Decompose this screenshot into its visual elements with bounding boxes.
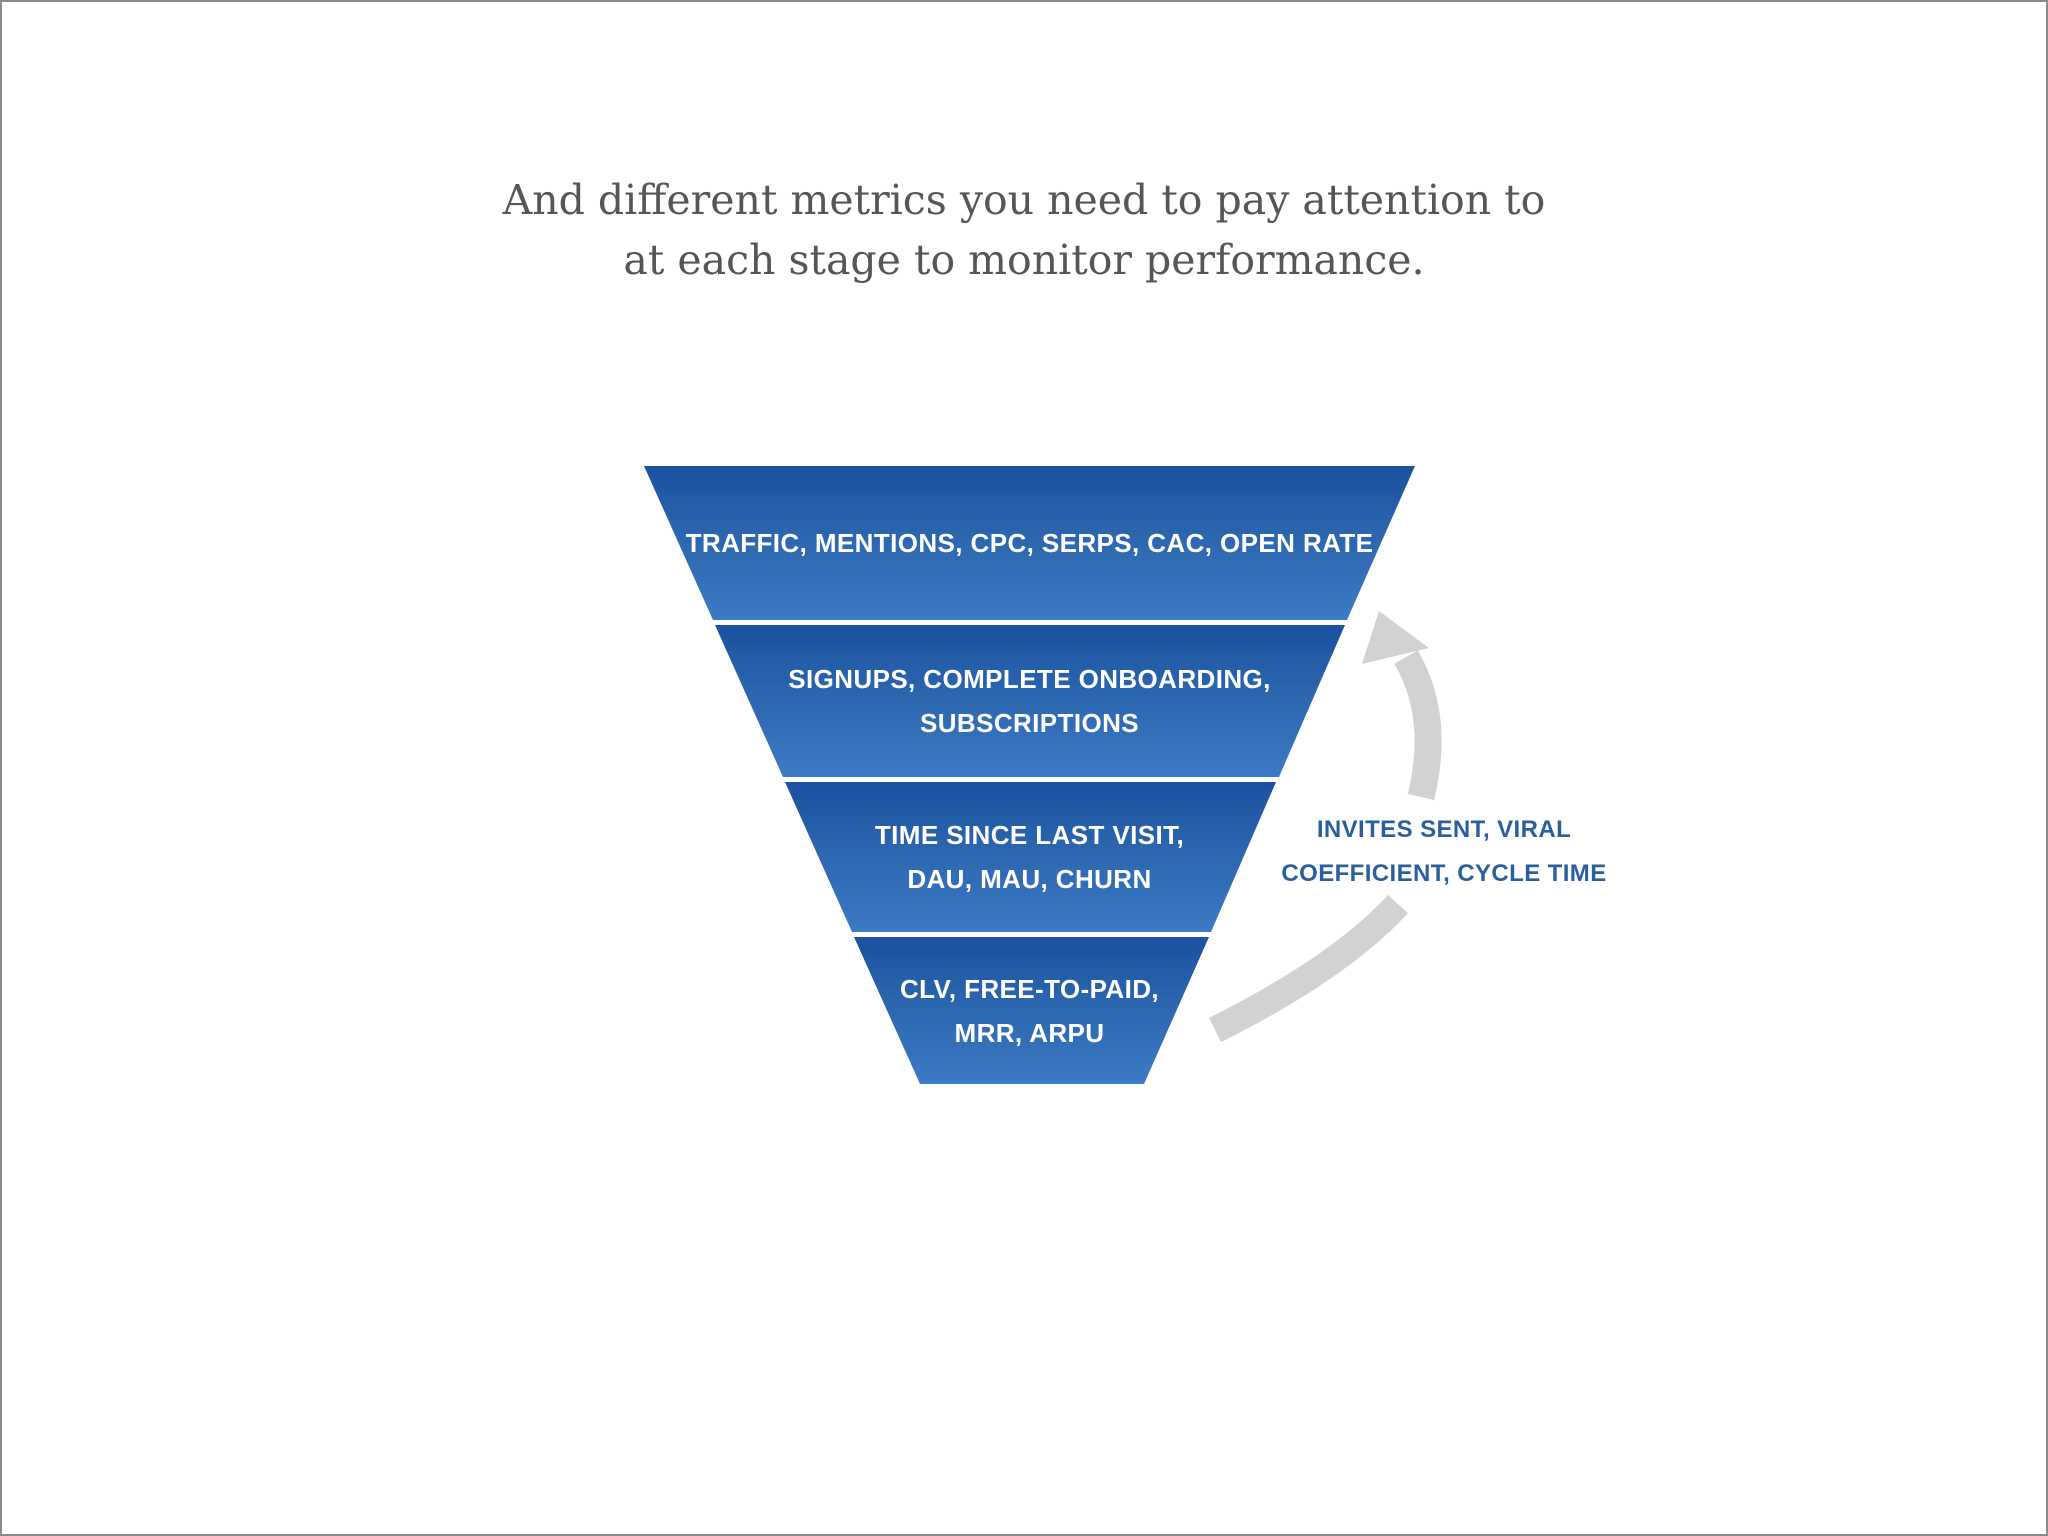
funnel-stage-4: CLV, FREE-TO-PAID, MRR, ARPU	[854, 937, 1209, 1084]
funnel-stage-3-label-line1: TIME SINCE LAST VISIT,	[874, 820, 1185, 850]
funnel-stage-4-label-line2: MRR, ARPU	[954, 1017, 1105, 1048]
funnel-stage-4-label-line1: CLV, FREE-TO-PAID,	[899, 973, 1160, 1004]
funnel-stage-3: TIME SINCE LAST VISIT, DAU, MAU, CHURN	[785, 782, 1276, 932]
page-title: And different metrics you need to pay at…	[2, 170, 2046, 290]
page-title-line2: at each stage to monitor performance.	[623, 236, 1425, 284]
page-title-line1: And different metrics you need to pay at…	[502, 176, 1546, 224]
funnel-stage-1-label: TRAFFIC, MENTIONS, CPC, SERPS, CAC, OPEN…	[685, 528, 1374, 558]
funnel-stage-2-label-line1: SIGNUPS, COMPLETE ONBOARDING,	[788, 664, 1271, 694]
funnel-stage-2-label-line2: SUBSCRIPTIONS	[919, 708, 1139, 738]
funnel-diagram: TRAFFIC, MENTIONS, CPC, SERPS, CAC, OPEN…	[644, 466, 1416, 1085]
funnel-stage-3-label-line2: DAU, MAU, CHURN	[907, 864, 1152, 894]
viral-metrics-label-line1: INVITES SENT, VIRAL	[1316, 816, 1572, 843]
viral-metrics-label: INVITES SENT, VIRAL COEFFICIENT, CYCLE T…	[1264, 808, 1624, 896]
funnel-stage-2: SIGNUPS, COMPLETE ONBOARDING, SUBSCRIPTI…	[715, 625, 1345, 777]
viral-metrics-label-line2: COEFFICIENT, CYCLE TIME	[1281, 860, 1607, 887]
funnel-stage-1: TRAFFIC, MENTIONS, CPC, SERPS, CAC, OPEN…	[644, 466, 1415, 620]
